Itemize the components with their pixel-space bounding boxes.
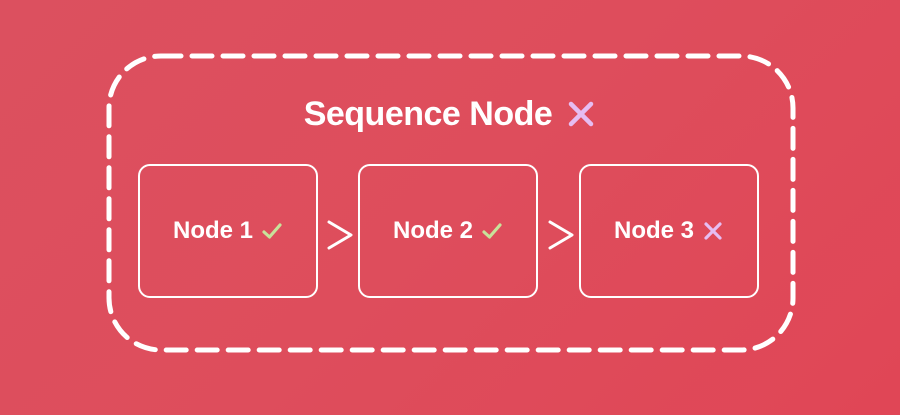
chevron-right-icon <box>327 220 353 250</box>
node-1-box: Node 1 <box>138 164 318 298</box>
check-icon <box>262 223 282 239</box>
node-3-box: Node 3 <box>579 164 759 298</box>
cross-icon <box>569 101 594 127</box>
sequence-node-header: Sequence Node <box>0 90 900 138</box>
sequence-node-title: Sequence Node <box>303 94 553 133</box>
node-2-label: Node 2 <box>392 217 473 244</box>
node-3-label: Node 3 <box>613 217 694 244</box>
chevron-right-icon <box>548 220 574 250</box>
check-icon <box>482 223 502 239</box>
cross-icon <box>704 222 722 240</box>
node-1-label: Node 1 <box>172 217 253 244</box>
node-2-box: Node 2 <box>358 164 538 298</box>
